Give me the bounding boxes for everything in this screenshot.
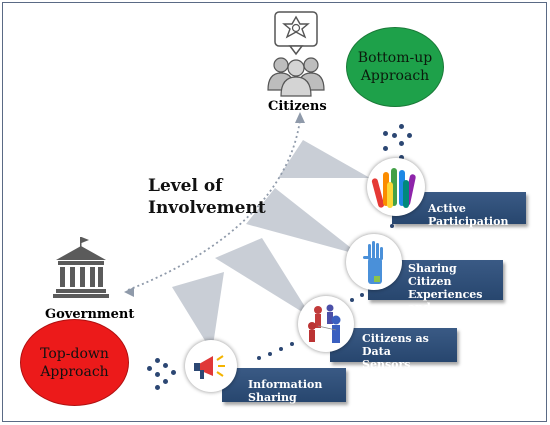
level-of-involvement-title: Level of Involvement — [148, 175, 266, 219]
people-network-icon — [308, 304, 341, 343]
level-line-2: Involvement — [148, 198, 266, 218]
level-line-1: Level of — [148, 176, 223, 196]
stage-label-experiences-1: Sharing Citizen — [408, 262, 457, 288]
top-down-line-1: Top-down — [40, 345, 109, 362]
experiences-circle — [346, 234, 402, 290]
stage-box-experiences: Sharing Citizen Experiences and Knowledg… — [368, 260, 503, 327]
citizens-group-icon — [267, 11, 325, 97]
citizens-label: Citizens — [268, 99, 327, 114]
stage-label-active-participation: Active Participation — [428, 202, 509, 228]
arrow-head-top — [295, 112, 305, 123]
raised-hand-icon — [363, 241, 383, 284]
stage-label-experiences-2: Experiences and — [408, 288, 483, 314]
funnel-experiences — [246, 188, 360, 255]
active-participation-circle — [367, 158, 425, 216]
stage-label-data-sensors-2: Sensors — [362, 358, 411, 371]
involvement-arrow — [127, 119, 301, 291]
bottom-up-line-2: Approach — [360, 68, 430, 84]
bottom-up-approach-oval: Bottom-up Approach — [346, 27, 444, 107]
diagram-frame — [2, 2, 547, 422]
funnel-active-participation — [278, 140, 370, 178]
top-down-line-2: Approach — [40, 363, 109, 380]
government-label: Government — [45, 307, 135, 322]
bottom-up-line-1: Bottom-up — [357, 50, 433, 66]
megaphone-circle — [185, 340, 237, 392]
funnel-information-sharing — [172, 272, 224, 352]
top-down-approach-oval: Top-down Approach — [20, 319, 129, 406]
arrow-head-left — [124, 287, 134, 297]
funnel-data-sensors — [215, 238, 312, 318]
stage-box-information-sharing: Information Sharing — [222, 368, 346, 404]
data-sensors-circle — [298, 296, 354, 352]
megaphone-icon — [194, 355, 225, 379]
stage-label-data-sensors-1: Citizens as Data — [362, 332, 429, 358]
raised-hands-icon — [371, 168, 416, 208]
stage-label-information-sharing: Information Sharing — [248, 378, 323, 404]
stage-label-experiences-3: Knowledge — [408, 314, 476, 327]
government-building-icon — [53, 237, 109, 298]
